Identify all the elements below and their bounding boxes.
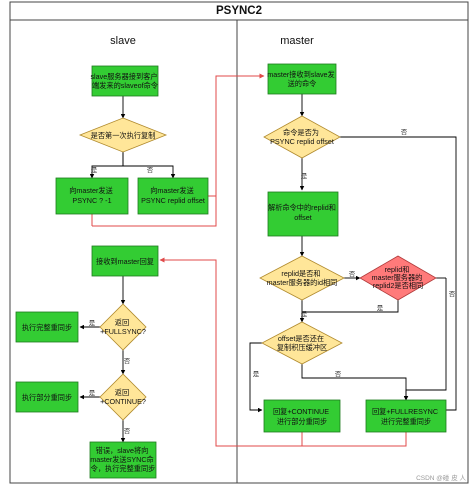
node-text: 接收到master回复 <box>96 257 154 266</box>
node-text: 错误，slave将向 master发送SYNC命 令，执行完整重同步 <box>90 446 156 473</box>
node-master-replid2-same-decision: replid和 master服务器的 replid2是否相同 <box>359 255 437 301</box>
label-replid-no: 否 <box>349 270 356 278</box>
node-text: 返回 +CONTINUE? <box>100 388 146 406</box>
node-text: 向master发送 PSYNC replid offset <box>141 186 205 205</box>
label-iscontinue-no: 否 <box>124 427 131 435</box>
node-master-parse-replid-offset: 解析命令中的replid和 offset <box>267 191 339 237</box>
edge-ispsync-no <box>340 136 457 413</box>
edge-send-first-to-master <box>141 196 217 227</box>
edge-replid2-yes <box>301 300 399 322</box>
label-replid2-yes: 是 <box>377 304 384 312</box>
label-ispsync-yes: 是 <box>301 172 308 180</box>
node-slave-error-sync: 错误，slave将向 master发送SYNC命 令，执行完整重同步 <box>89 441 157 479</box>
label-offset-no: 否 <box>335 370 342 378</box>
diagram-title: PSYNC2 <box>216 5 262 17</box>
node-master-reply-fullresync: 回复+FULLRESYNC 进行完整重同步 <box>365 399 447 433</box>
label-replid2-no: 否 <box>449 290 456 298</box>
node-slave-receive-master-reply: 接收到master回复 <box>91 245 159 277</box>
node-text: 执行完整重同步 <box>22 323 72 332</box>
node-slave-full-resync: 执行完整重同步 <box>15 311 79 343</box>
node-text: 返回 +FULLSYNC? <box>100 318 146 336</box>
node-slave-send-psync-first: 向master发送 PSYNC ? -1 <box>55 177 129 215</box>
node-text: slave服务器接到客户 端发来的slaveof命令 <box>90 72 159 90</box>
watermark: CSDN @碰 皮 人 <box>416 473 466 482</box>
node-slave-send-psync-offset: 向master发送 PSYNC replid offset <box>137 177 209 215</box>
node-slave-is-fullsync-decision: 返回 +FULLSYNC? <box>99 303 147 351</box>
node-text: replid是否和 master服务器的id相同 <box>267 269 338 287</box>
node-slave-first-replication-decision: 是否第一次执行复制 <box>78 117 168 153</box>
node-text: offset是否还在 复制积压缓冲区 <box>277 334 327 352</box>
edge-reply-fullresync <box>302 432 407 447</box>
node-slave-is-continue-decision: 返回 +CONTINUE? <box>99 373 147 421</box>
edge-offset-no <box>301 364 409 401</box>
node-text: 命令是否为 PSYNC replid offset <box>270 128 334 146</box>
lane-title-master: master <box>280 35 314 47</box>
node-text: 回复+FULLRESYNC 进行完整重同步 <box>372 407 440 426</box>
label-replid-yes: 是 <box>301 310 308 318</box>
node-master-receive-command: master接收到slave发 送的命令 <box>267 63 337 95</box>
node-master-offset-in-backlog-decision: offset是否还在 复制积压缓冲区 <box>261 321 343 365</box>
label-offset-yes: 是 <box>253 370 260 378</box>
nodes: slave服务器接到客户 端发来的slaveof命令 是否第一次执行复制 向ma… <box>15 63 447 479</box>
label-isfull-yes: 是 <box>89 319 96 327</box>
label-isfull-no: 否 <box>124 357 131 365</box>
lane-title-slave: slave <box>110 35 136 47</box>
edge-first-no <box>122 152 176 179</box>
node-text: 执行部分重同步 <box>22 393 72 402</box>
edge-offset-yes <box>249 342 263 413</box>
label-first-yes: 是 <box>91 166 98 174</box>
node-text: 回复+CONTINUE 进行部分重同步 <box>273 407 331 426</box>
node-master-reply-continue: 回复+CONTINUE 进行部分重同步 <box>263 399 341 433</box>
node-text: replid和 master服务器的 replid2是否相同 <box>372 265 425 290</box>
edge-send-to-master <box>208 73 265 197</box>
label-iscontinue-yes: 是 <box>89 389 96 397</box>
node-text: 解析命令中的replid和 offset <box>268 203 338 222</box>
node-text: 向master发送 PSYNC ? -1 <box>69 186 115 205</box>
node-master-is-psync-decision: 命令是否为 PSYNC replid offset <box>263 115 341 159</box>
node-text: 是否第一次执行复制 <box>91 131 156 140</box>
node-slave-partial-resync: 执行部分重同步 <box>15 381 79 413</box>
swimlane-frame <box>9 1 469 484</box>
node-master-replid-same-decision: replid是否和 master服务器的id相同 <box>259 255 345 301</box>
label-first-no: 否 <box>147 166 154 174</box>
label-ispsync-no: 否 <box>401 128 408 136</box>
edges <box>79 73 457 447</box>
edge-labels: 是 否 否 是 否 是 是 否 是 否 是 否 是 否 <box>89 128 456 435</box>
node-slave-receive-slaveof: slave服务器接到客户 端发来的slaveof命令 <box>90 65 159 97</box>
node-text: master接收到slave发 送的命令 <box>267 70 337 88</box>
edge-reply-continue <box>159 257 303 447</box>
